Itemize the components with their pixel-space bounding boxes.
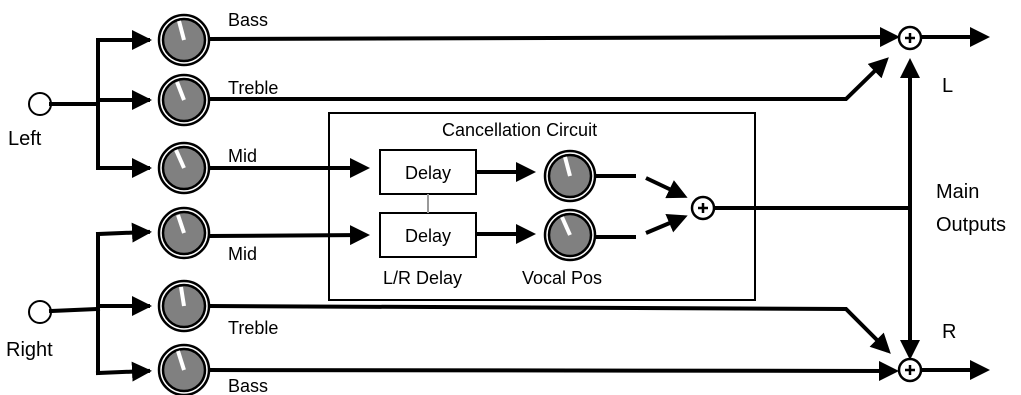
main-output-bus: [714, 58, 920, 360]
mid-right-knob[interactable]: [157, 206, 211, 260]
mid-to-delay-paths: [208, 158, 370, 246]
vocal-pos-bottom-knob[interactable]: [543, 208, 597, 262]
output-right-label: R: [942, 321, 956, 343]
bass-left-label: Bass: [228, 10, 268, 30]
mid-right-label: Mid: [228, 244, 257, 264]
delay-to-vocal-paths: [476, 162, 536, 244]
cancellation-circuit-title: Cancellation Circuit: [442, 120, 597, 140]
treble-left-label: Treble: [228, 78, 278, 98]
left-input-label: Left: [8, 128, 42, 150]
main-outputs-label-line2: Outputs: [936, 214, 1006, 236]
bass-right-knob[interactable]: [157, 343, 211, 395]
bass-right-label: Bass: [228, 376, 268, 395]
vocal-pos-label: Vocal Pos: [522, 268, 602, 288]
main-outputs-label-line1: Main: [936, 181, 979, 203]
delay-right-label: Delay: [405, 226, 451, 246]
right-input-wiring: [48, 222, 152, 382]
cancellation-sum-node: [690, 195, 716, 221]
delay-left-label: Delay: [405, 163, 451, 183]
lr-delay-label: L/R Delay: [383, 268, 462, 288]
left-input-wiring: [49, 30, 152, 178]
treble-left-knob[interactable]: [157, 73, 211, 127]
mid-left-label: Mid: [228, 146, 257, 166]
vocal-to-sum-paths: [595, 174, 688, 239]
bass-left-knob[interactable]: [157, 13, 211, 67]
left-input-jack: [28, 92, 52, 116]
vocal-pos-top-knob[interactable]: [543, 149, 597, 203]
mid-left-knob[interactable]: [157, 141, 211, 195]
right-input-jack: [28, 300, 52, 324]
left-output-sum-node: [897, 25, 923, 51]
right-output-sum-node: [897, 357, 923, 383]
output-left-label: L: [942, 75, 953, 97]
final-output-arrows: [921, 27, 990, 380]
right-input-label: Right: [6, 339, 53, 361]
direct-paths: [208, 27, 900, 381]
treble-right-knob[interactable]: [157, 279, 211, 333]
treble-right-label: Treble: [228, 318, 278, 338]
